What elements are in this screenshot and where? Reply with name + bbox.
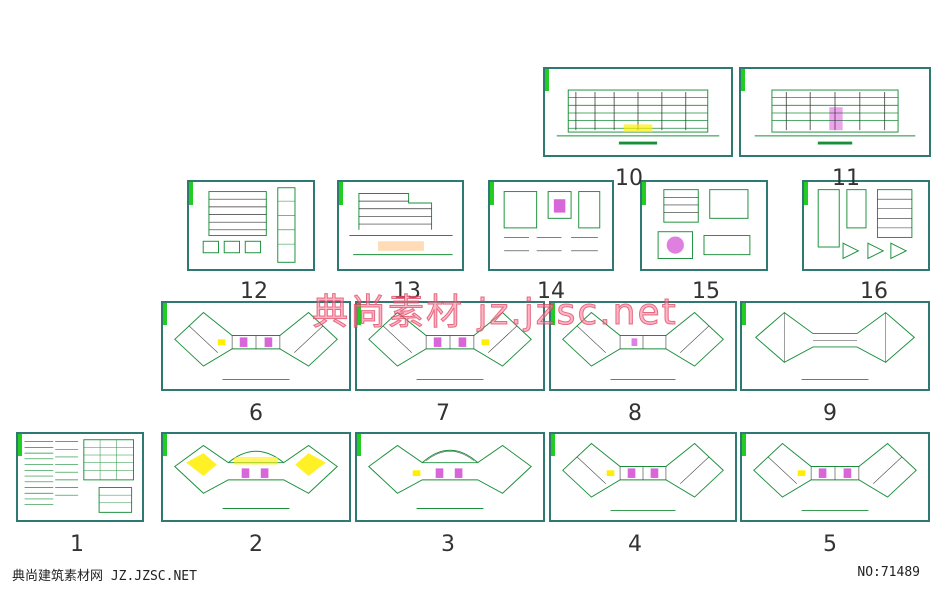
sheet-number-15: 15 xyxy=(692,279,720,304)
sheet-2-floor-plan[interactable] xyxy=(161,432,351,522)
sheet-number-3: 3 xyxy=(441,532,455,557)
sheet-tab-marker xyxy=(741,69,745,92)
sheet-number-8: 8 xyxy=(628,401,642,426)
elevation-drawing xyxy=(754,89,916,145)
watermark-text: 典尚素材 jz.jzsc.net xyxy=(312,292,678,334)
sheet-tab-marker xyxy=(551,303,555,326)
elevation-drawing xyxy=(556,89,720,145)
sheet-12-section[interactable] xyxy=(187,180,315,271)
sheet-tab-marker xyxy=(163,434,167,457)
sheet-tab-marker xyxy=(163,303,167,326)
sheet-5-floor-plan[interactable] xyxy=(740,432,930,522)
roof-plan-drawing xyxy=(754,311,916,380)
floor-plan-drawing xyxy=(368,444,532,510)
sheet-tab-marker xyxy=(357,434,361,457)
detail-drawing xyxy=(657,189,751,259)
sheet-number-4: 4 xyxy=(628,532,642,557)
sheet-13-section[interactable] xyxy=(337,180,464,271)
sheet-tab-marker xyxy=(18,434,22,457)
sheet-tab-marker xyxy=(490,182,494,205)
sheet-tab-marker xyxy=(742,434,746,457)
sheet-16-detail[interactable] xyxy=(802,180,930,271)
sheet-14-detail[interactable] xyxy=(488,180,614,271)
notes-drawing xyxy=(24,439,134,513)
floor-plan-drawing xyxy=(562,311,724,380)
sheet-tab-marker xyxy=(545,69,549,92)
sheet-10-elevation[interactable] xyxy=(543,67,733,157)
sheet-number-11: 11 xyxy=(832,166,860,191)
sheet-9-roof-plan[interactable] xyxy=(740,301,930,391)
sheet-3-floor-plan[interactable] xyxy=(355,432,545,522)
sheet-4-floor-plan[interactable] xyxy=(549,432,737,522)
footer-site-name: 典尚建筑素材网 JZ.JZSC.NET xyxy=(12,569,197,584)
sheet-number-5: 5 xyxy=(823,532,837,557)
floor-plan-drawing xyxy=(174,311,338,380)
section-drawing xyxy=(202,187,296,263)
footer-item-code: NO:71489 xyxy=(857,565,920,580)
sheet-tab-marker xyxy=(642,182,646,205)
floor-plan-drawing xyxy=(753,442,917,511)
sheet-number-2: 2 xyxy=(249,532,263,557)
floor-plan-drawing xyxy=(174,444,338,510)
section-drawing xyxy=(349,192,453,256)
sheet-tab-marker xyxy=(804,182,808,205)
sheet-number-14: 14 xyxy=(537,279,565,304)
sheet-tab-marker xyxy=(551,434,555,457)
sheet-1-notes[interactable] xyxy=(16,432,144,522)
sheet-number-7: 7 xyxy=(436,401,450,426)
sheet-8-floor-plan[interactable] xyxy=(549,301,737,391)
sheet-tab-marker xyxy=(339,182,343,205)
detail-drawing xyxy=(503,191,601,252)
detail-drawing xyxy=(817,189,913,260)
sheet-number-6: 6 xyxy=(249,401,263,426)
sheet-tab-marker xyxy=(742,303,746,326)
sheet-number-10: 10 xyxy=(615,166,643,191)
sheet-number-12: 12 xyxy=(240,279,268,304)
sheet-number-9: 9 xyxy=(823,401,837,426)
sheet-tab-marker xyxy=(357,303,361,326)
sheet-number-13: 13 xyxy=(393,279,421,304)
sheet-11-elevation[interactable] xyxy=(739,67,931,157)
sheet-number-1: 1 xyxy=(70,532,84,557)
sheet-15-detail[interactable] xyxy=(640,180,768,271)
sheet-number-16: 16 xyxy=(860,279,888,304)
sheet-7-floor-plan[interactable] xyxy=(355,301,545,391)
floor-plan-drawing xyxy=(368,311,532,380)
floor-plan-drawing xyxy=(562,442,724,511)
sheet-tab-marker xyxy=(189,182,193,205)
sheet-6-floor-plan[interactable] xyxy=(161,301,351,391)
